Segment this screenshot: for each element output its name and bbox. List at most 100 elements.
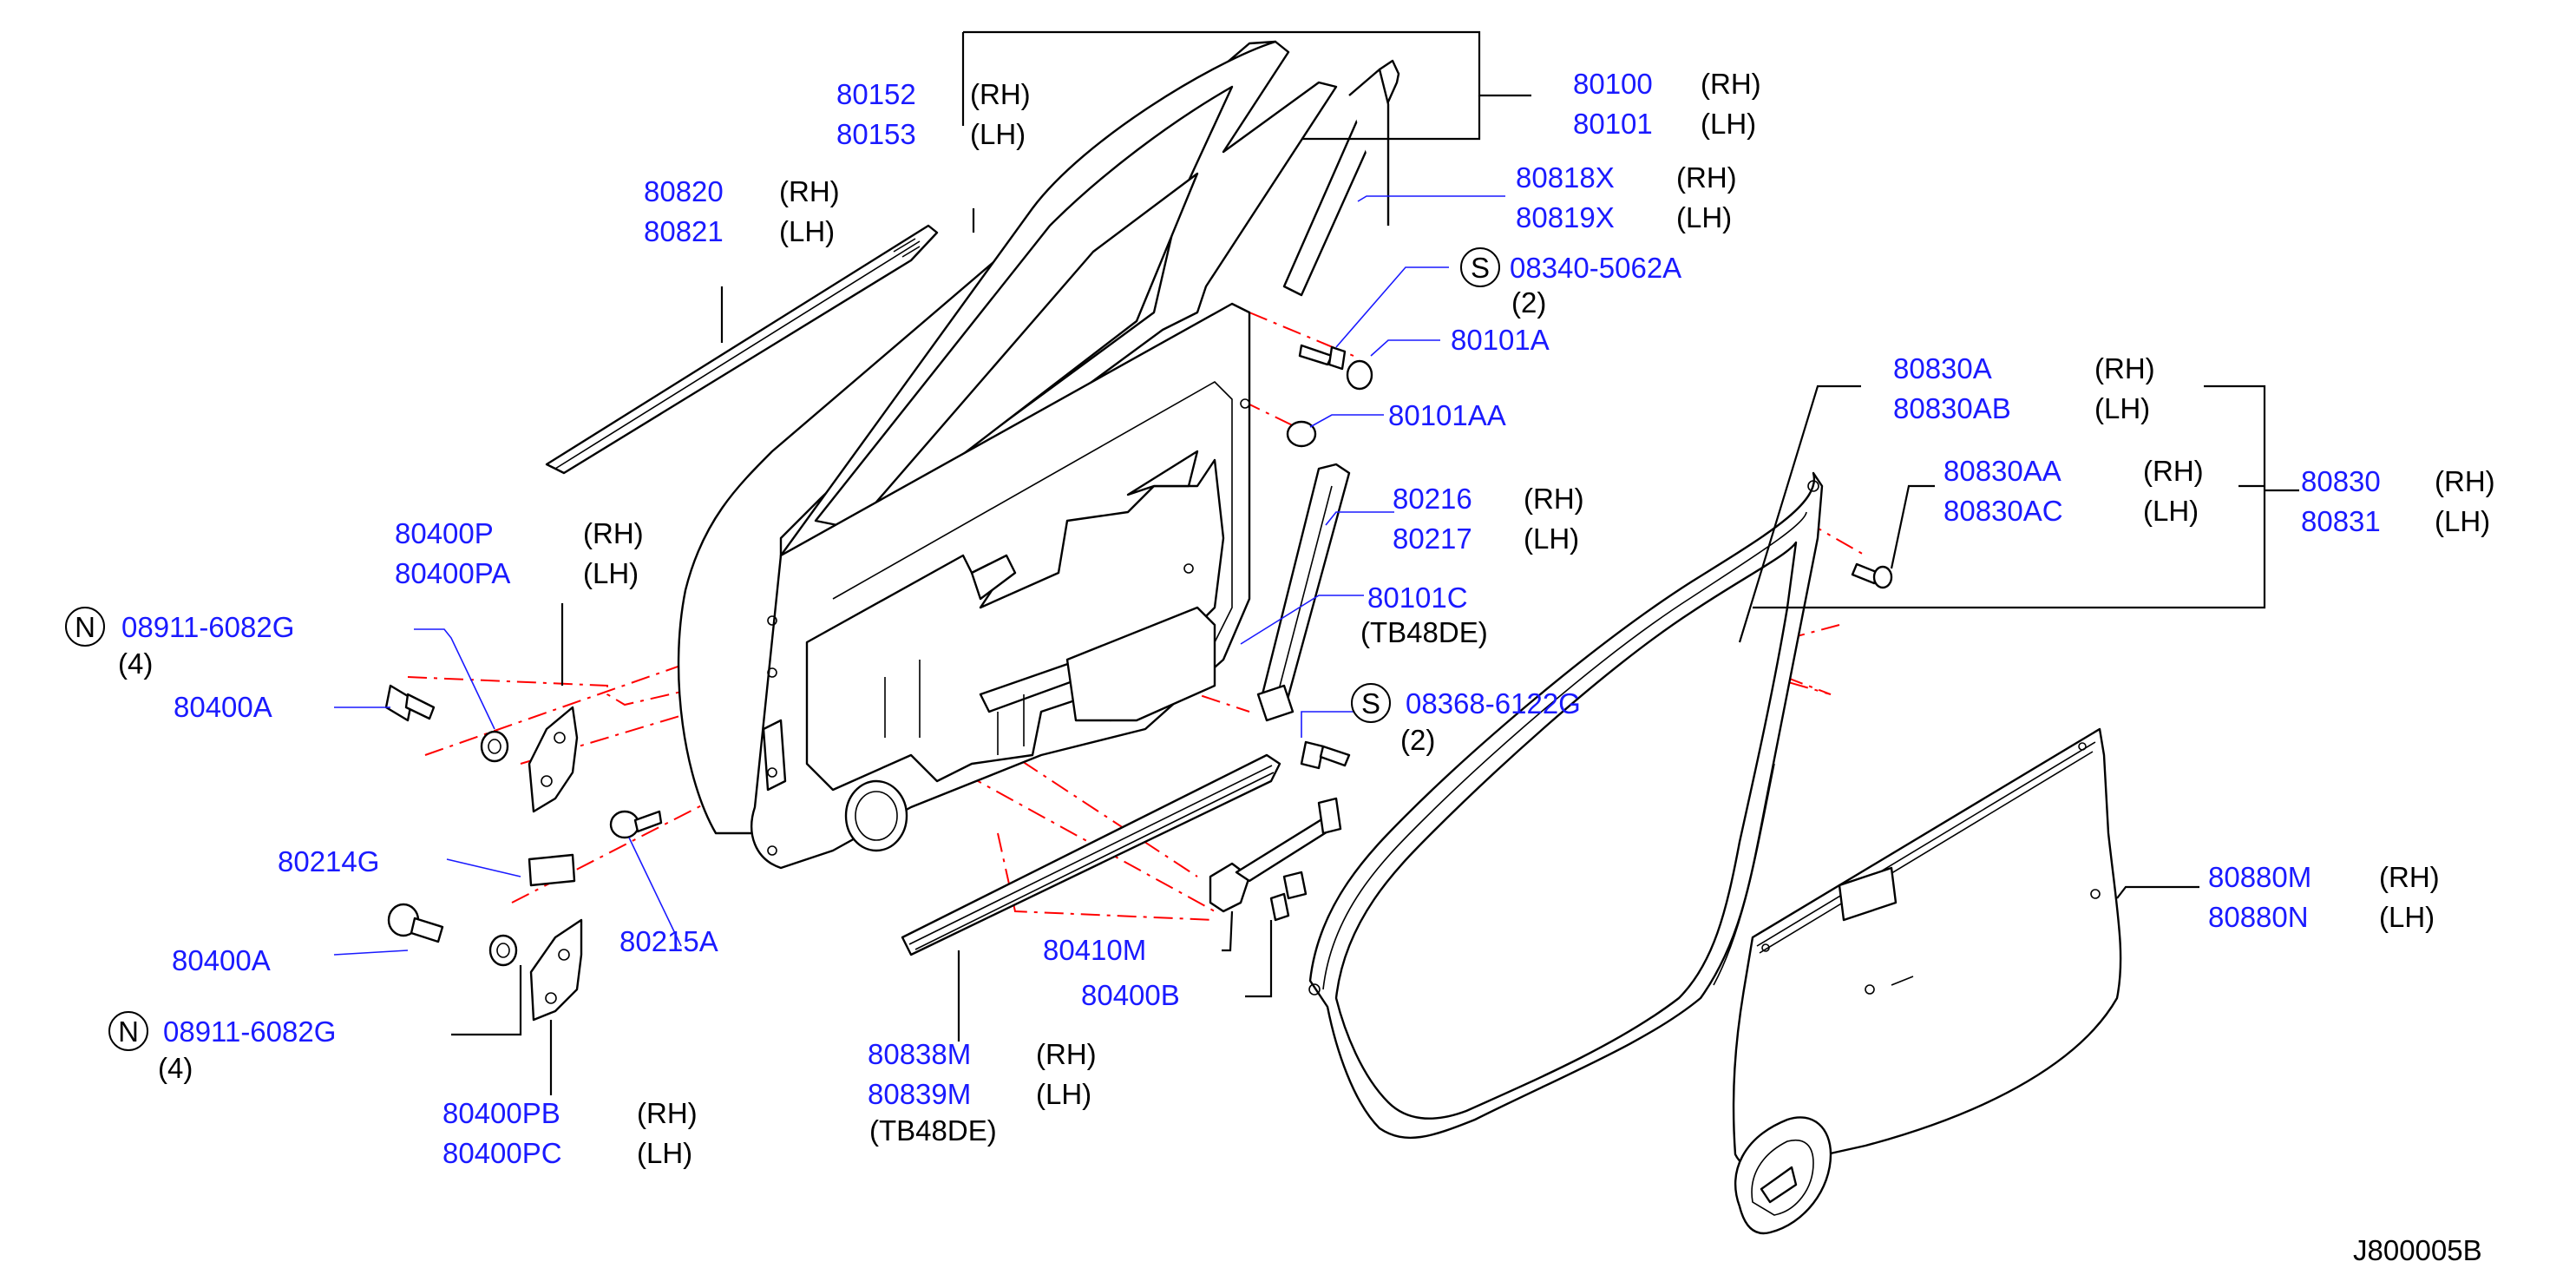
svg-text:N: N — [75, 611, 95, 643]
svg-text:(4): (4) — [118, 647, 153, 680]
door-sash-frame — [779, 40, 1338, 557]
part-number: 80820 — [644, 175, 724, 207]
part-number: 80830AA — [1943, 455, 2061, 487]
callout-80830: 80830 (RH) 80831 (LH) — [2301, 465, 2495, 537]
svg-text:(RH): (RH) — [970, 78, 1031, 110]
svg-text:(RH): (RH) — [583, 517, 644, 549]
part-number: 80830AB — [1893, 392, 2011, 424]
part-number: 08340-5062A — [1510, 252, 1681, 284]
callout-80820: 80820 (RH) 80821 (LH) — [644, 175, 840, 247]
svg-text:(RH): (RH) — [2379, 861, 2440, 893]
part-number: 80216 — [1393, 483, 1472, 515]
part-number: 80818X — [1516, 161, 1615, 194]
part-number: 80880N — [2208, 901, 2309, 933]
callout-80400p: 80400P (RH) 80400PA (LH) — [395, 517, 644, 589]
callout-80101aa: 80101AA — [1388, 399, 1506, 431]
callout-80830aa: 80830AA (RH) 80830AC (LH) — [1943, 455, 2204, 527]
callout-80880m: 80880M (RH) 80880N (LH) — [2208, 861, 2440, 933]
glass-run-channel-80216 — [1256, 463, 1351, 722]
callout-80400a-upper: 80400A — [174, 691, 272, 723]
door-inner-panel — [751, 302, 1251, 870]
svg-text:(LH): (LH) — [2143, 495, 2199, 527]
callout-80830a: 80830A (RH) 80830AB (LH) — [1893, 352, 2155, 424]
part-number: 80101AA — [1388, 399, 1506, 431]
part-number: 80100 — [1573, 68, 1653, 100]
symbol-s-08340: S — [1460, 247, 1500, 287]
part-number: 80839M — [868, 1078, 971, 1110]
callout-08368-6122g: 08368-6122G (2) — [1400, 687, 1581, 756]
part-number: 80400A — [174, 691, 272, 723]
svg-text:(LH): (LH) — [1701, 108, 1756, 140]
door-check-link-80410m — [1209, 797, 1342, 913]
svg-text:(LH): (LH) — [970, 118, 1026, 150]
svg-text:(LH): (LH) — [2094, 392, 2150, 424]
symbol-s-08368: S — [1351, 683, 1391, 723]
symbol-n-08911-lower: N — [108, 1011, 148, 1051]
part-number: 80400PA — [395, 557, 510, 589]
part-number: 80101A — [1451, 324, 1550, 356]
callout-80215a: 80215A — [619, 925, 718, 957]
belt-moulding-80838m — [901, 753, 1281, 956]
svg-text:(RH): (RH) — [779, 175, 840, 207]
svg-text:(RH): (RH) — [1524, 483, 1584, 515]
door-trim-80880m — [1732, 727, 2122, 1235]
svg-text:(LH): (LH) — [583, 557, 639, 589]
svg-text:(RH): (RH) — [2143, 455, 2204, 487]
svg-text:(RH): (RH) — [1676, 161, 1737, 194]
part-number: 80153 — [836, 118, 916, 150]
diagram-reference-code: J800005B — [2353, 1234, 2482, 1266]
callout-80152: 80152 (RH) 80153 (LH) — [836, 78, 1031, 150]
part-number: 80101C — [1367, 582, 1468, 614]
svg-text:(RH): (RH) — [1701, 68, 1761, 100]
svg-text:N: N — [118, 1015, 139, 1048]
lower-hinge — [529, 918, 583, 1022]
callout-80101c: 80101C (TB48DE) — [1360, 582, 1488, 648]
part-number: 80830A — [1893, 352, 1992, 384]
part-number: 80400A — [172, 944, 271, 976]
callout-80216: 80216 (RH) 80217 (LH) — [1393, 483, 1584, 555]
svg-text:(RH): (RH) — [1036, 1038, 1097, 1070]
leader-lines — [333, 30, 2299, 1095]
outside-moulding-80820 — [545, 224, 939, 475]
part-number: 80400PB — [442, 1097, 560, 1129]
callout-08340-5062a: 08340-5062A (2) — [1510, 252, 1681, 319]
svg-text:(RH): (RH) — [637, 1097, 698, 1129]
part-number: 80819X — [1516, 201, 1615, 233]
part-number: 80101 — [1573, 108, 1653, 140]
svg-text:(LH): (LH) — [2435, 505, 2490, 537]
svg-text:(2): (2) — [1400, 724, 1435, 756]
svg-text:(LH): (LH) — [1676, 201, 1732, 233]
svg-text:(LH): (LH) — [2379, 901, 2435, 933]
svg-text:(RH): (RH) — [2094, 352, 2155, 384]
svg-text:(LH): (LH) — [1524, 522, 1579, 555]
part-number: 80214G — [278, 845, 379, 877]
callout-80818x: 80818X (RH) 80819X (LH) — [1516, 161, 1737, 233]
svg-text:(LH): (LH) — [779, 215, 835, 247]
door-outer-panel — [677, 40, 1277, 835]
callout-80838m: 80838M (RH) 80839M (LH) (TB48DE) — [868, 1038, 1097, 1147]
part-number: 80830 — [2301, 465, 2381, 497]
svg-text:S: S — [1361, 687, 1380, 720]
part-number: 80410M — [1043, 934, 1146, 966]
part-number: 80830AC — [1943, 495, 2063, 527]
svg-text:(4): (4) — [158, 1052, 193, 1084]
svg-text:(LH): (LH) — [1036, 1078, 1091, 1110]
part-number: 08911-6082G — [163, 1015, 336, 1048]
part-number: 80400P — [395, 517, 494, 549]
callout-80214g: 80214G — [278, 845, 379, 877]
upper-hinge — [528, 706, 579, 813]
callout-80410m: 80410M — [1043, 934, 1146, 966]
svg-text:(2): (2) — [1511, 286, 1546, 319]
part-number: 80831 — [2301, 505, 2381, 537]
svg-text:(LH): (LH) — [637, 1137, 692, 1169]
part-number: 08911-6082G — [121, 611, 294, 643]
callout-08911-6082g-upper: 08911-6082G (4) — [118, 611, 294, 680]
part-number: 80880M — [2208, 861, 2311, 893]
sash-weatherstrip-80818x — [1282, 59, 1400, 297]
svg-text:(RH): (RH) — [2435, 465, 2495, 497]
part-number: 80400PC — [442, 1137, 562, 1169]
part-number: 80215A — [619, 925, 718, 957]
callout-80100: 80100 (RH) 80101 (LH) — [1573, 68, 1761, 140]
svg-text:S: S — [1471, 252, 1490, 284]
callout-08911-6082g-lower: 08911-6082G (4) — [158, 1015, 336, 1084]
